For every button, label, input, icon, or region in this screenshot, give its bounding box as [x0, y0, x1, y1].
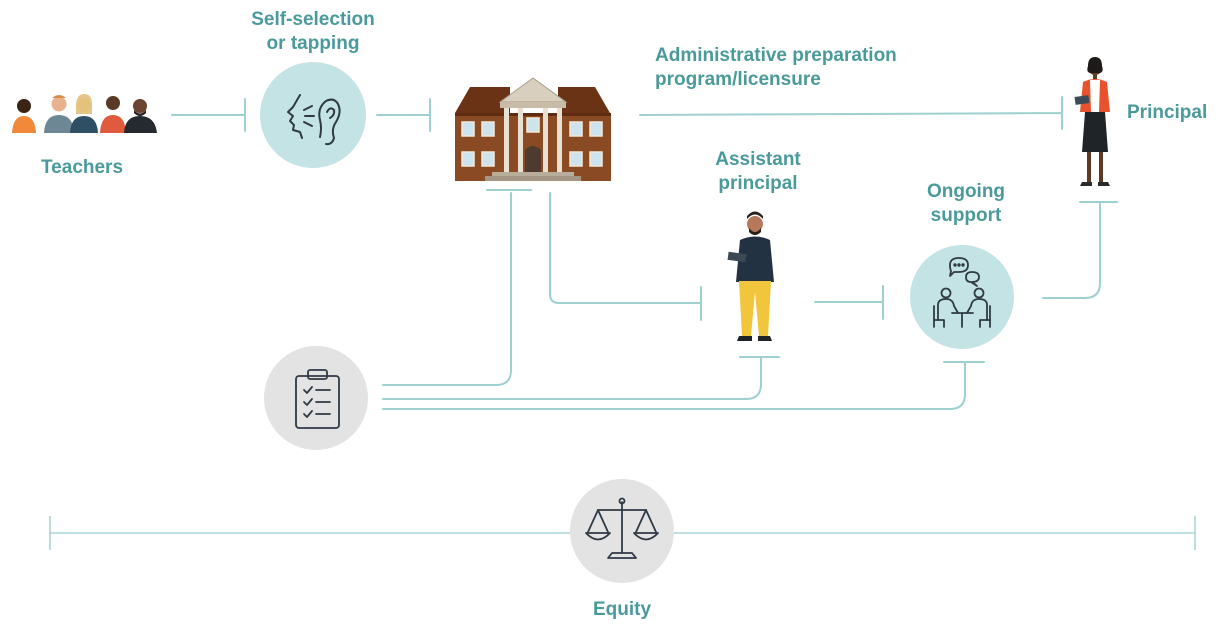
connector-support-to-evaluation [382, 361, 966, 410]
school-building-icon [455, 77, 611, 181]
teachers-label: Teachers [40, 157, 124, 178]
assistant-principal-label: Assistant principal [715, 149, 801, 194]
connector-teachers-to-selection [171, 98, 246, 132]
connector-assistant-to-evaluation [382, 356, 762, 400]
ongoing-support-label: Ongoing support [926, 181, 1006, 226]
evaluation-node [264, 346, 368, 450]
ongoing-support-node [910, 245, 1014, 349]
self-selection-label: Self-selection or tapping [251, 9, 375, 54]
connector-assistant-to-support [814, 285, 884, 320]
connector-support-to-principal [1042, 201, 1118, 299]
connector-school-to-principal [639, 96, 1063, 130]
checklist-clipboard-icon [295, 369, 340, 429]
connector-school-to-assistant [549, 192, 702, 321]
connectors [49, 96, 1196, 550]
connector-school-to-evaluation [382, 192, 512, 386]
whisper-ear-icon [287, 94, 341, 146]
balance-scale-icon [585, 497, 659, 559]
self-selection-node [260, 62, 366, 168]
man-assistant-principal-icon [727, 211, 774, 341]
equity-node [570, 479, 674, 583]
equity-label: Equity [592, 599, 652, 620]
group-of-people-icon [12, 94, 157, 133]
principal-label: Principal [1127, 102, 1208, 123]
admin-prep-label: Administrative preparation program/licen… [655, 45, 897, 90]
woman-principal-icon [1074, 57, 1110, 186]
meeting-conversation-icon [933, 257, 991, 328]
connector-selection-to-school [376, 98, 431, 132]
